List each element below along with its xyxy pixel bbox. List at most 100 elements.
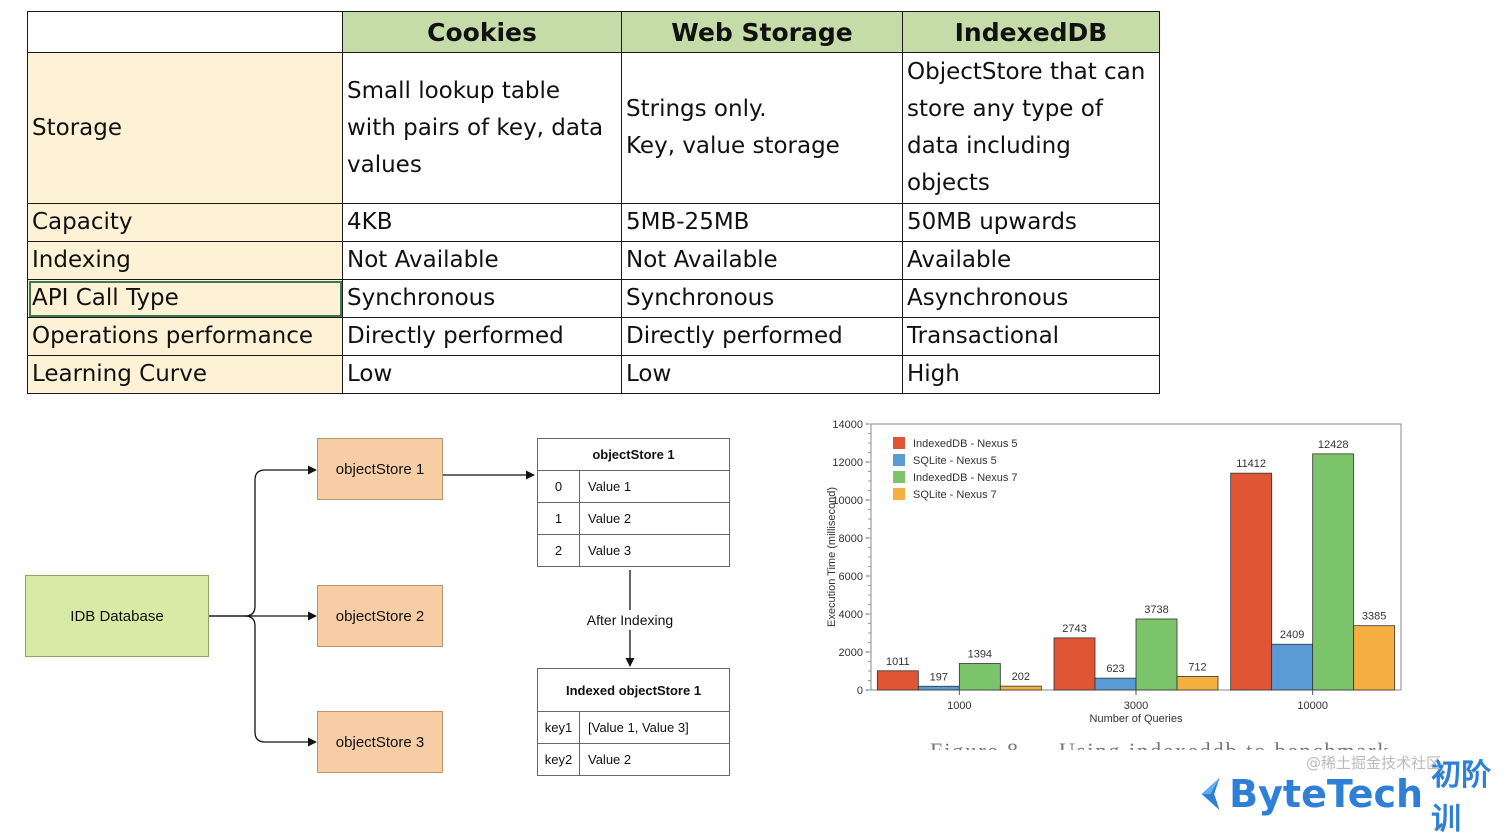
row-key: key1 <box>538 712 580 743</box>
y-tick-label: 10000 <box>832 495 863 507</box>
y-tick-label: 0 <box>857 685 863 697</box>
row-key: key2 <box>538 744 580 775</box>
bar <box>1230 472 1273 691</box>
y-tick-label: 2000 <box>839 647 863 659</box>
cell-text: ObjectStore that can <box>907 59 1146 85</box>
bar <box>1312 453 1355 691</box>
cell-text: with pairs of key, data <box>347 114 604 141</box>
cell-text: objects <box>907 170 990 196</box>
row-header[interactable]: Capacity <box>27 203 343 242</box>
table-cell[interactable]: Small lookup table with pairs of key, dat… <box>342 52 622 204</box>
logo-subtitle: 初阶训 <box>1431 758 1492 837</box>
cell-text: Directly performed <box>347 323 564 349</box>
table-row: key2 Value 2 <box>538 744 729 775</box>
legend-swatch <box>893 437 905 449</box>
legend-swatch <box>893 454 905 466</box>
bar <box>1353 625 1396 691</box>
legend-entry: IndexedDB - Nexus 7 <box>913 472 1018 484</box>
table-row: 1 Value 2 <box>538 503 729 535</box>
y-tick-label: 14000 <box>832 419 863 431</box>
cell-text: Asynchronous <box>907 285 1069 311</box>
row-value: Value 2 <box>588 511 632 526</box>
table-cell[interactable]: Low <box>621 355 903 394</box>
table-cell[interactable]: Directly performed <box>621 317 903 356</box>
cell-text: Key, value storage <box>626 133 840 159</box>
table-cell[interactable]: High <box>902 355 1160 394</box>
table-header-row: Cookies Web Storage IndexedDB <box>27 11 1160 53</box>
object-store-table: objectStore 1 0 Value 1 1 Value 2 2 Valu… <box>537 438 730 567</box>
table-cell[interactable]: Strings only. Key, value storage <box>621 52 903 204</box>
object-store-table-title: objectStore 1 <box>538 439 729 471</box>
bar-value-label: 2409 <box>1280 629 1304 641</box>
column-header-web-storage: Web Storage <box>621 11 903 53</box>
logo-text: ByteTech <box>1229 772 1424 816</box>
table-cell[interactable]: Low <box>342 355 622 394</box>
table-row: 2 Value 3 <box>538 535 729 566</box>
cell-text: Low <box>626 361 672 387</box>
arrow-db-to-store3 <box>244 615 317 747</box>
table-corner-cell <box>27 11 343 53</box>
object-store-1-box: objectStore 1 <box>317 438 443 500</box>
bar <box>1135 618 1178 691</box>
table-cell[interactable]: Synchronous <box>621 279 903 318</box>
table-cell[interactable]: Directly performed <box>342 317 622 356</box>
x-axis-label: Number of Queries <box>1090 713 1183 725</box>
table-row: key1 [Value 1, Value 3] <box>538 712 729 744</box>
bar-value-label: 623 <box>1106 663 1124 675</box>
row-header[interactable]: Operations performance <box>27 317 343 356</box>
bar-value-label: 1394 <box>968 649 992 661</box>
cell-text: Low <box>347 361 393 387</box>
object-store-2-box: objectStore 2 <box>317 585 443 647</box>
x-tick-label: 1000 <box>947 700 971 712</box>
benchmark-bar-chart: 0200040006000800010000120001400010111971… <box>826 419 1402 725</box>
idb-database-box: IDB Database <box>25 575 209 657</box>
row-value: Value 1 <box>588 479 632 494</box>
object-store-3-box: objectStore 3 <box>317 711 443 773</box>
column-header-indexeddb: IndexedDB <box>902 11 1160 53</box>
bar-value-label: 11412 <box>1236 458 1266 470</box>
y-axis-label: Execution Time (millisecond) <box>826 487 838 627</box>
x-tick-label: 10000 <box>1297 700 1328 712</box>
row-header[interactable]: Storage <box>27 52 343 204</box>
legend-swatch <box>893 488 905 500</box>
table-cell[interactable]: Not Available <box>621 241 903 280</box>
cell-text: Transactional <box>907 323 1060 349</box>
row-header[interactable]: Indexing <box>27 241 343 280</box>
bar-value-label: 197 <box>930 671 948 683</box>
legend-entry: SQLite - Nexus 7 <box>913 489 997 501</box>
y-tick-label: 4000 <box>839 609 863 621</box>
table-cell[interactable]: Synchronous <box>342 279 622 318</box>
table-cell[interactable]: Transactional <box>902 317 1160 356</box>
cell-text: values <box>347 151 422 178</box>
figure-caption: Figure 8 — Using indexeddb to benchmark <box>930 738 1391 750</box>
row-key: 0 <box>538 471 580 502</box>
table-cell[interactable]: Available <box>902 241 1160 280</box>
cell-text: Strings only. <box>626 96 767 122</box>
bar <box>1094 677 1137 691</box>
row-header[interactable]: Learning Curve <box>27 355 343 394</box>
table-cell[interactable]: 5MB-25MB <box>621 203 903 242</box>
bar <box>1271 643 1314 691</box>
bar-value-label: 12428 <box>1318 439 1349 451</box>
cell-text: Available <box>907 247 1012 273</box>
y-tick-label: 6000 <box>839 571 863 583</box>
table-cell[interactable]: Not Available <box>342 241 622 280</box>
row-key: 2 <box>538 535 580 566</box>
table-cell[interactable]: Asynchronous <box>902 279 1160 318</box>
row-value: Value 2 <box>588 752 632 767</box>
table-cell[interactable]: 50MB upwards <box>902 203 1160 242</box>
row-header[interactable]: API Call Type <box>27 279 343 318</box>
table-cell[interactable]: 4KB <box>342 203 622 242</box>
x-tick-label: 3000 <box>1124 700 1148 712</box>
y-tick-label: 12000 <box>832 457 863 469</box>
bar-value-label: 3385 <box>1362 611 1386 623</box>
row-key: 1 <box>538 503 580 534</box>
bar <box>999 685 1042 691</box>
cell-text: Small lookup table <box>347 77 561 104</box>
